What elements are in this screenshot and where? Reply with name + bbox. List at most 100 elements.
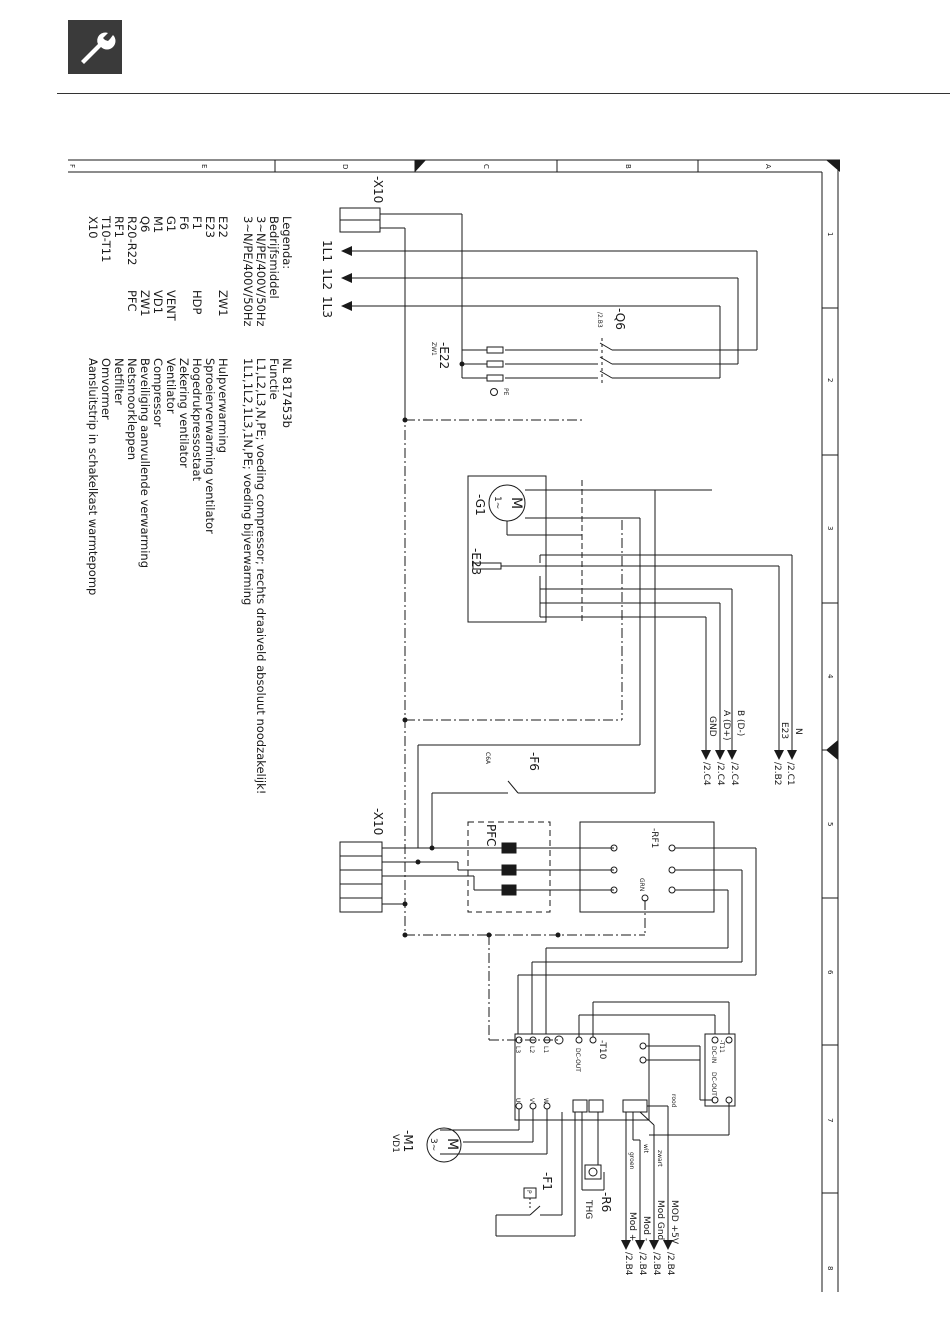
f1-p: P <box>525 1190 532 1194</box>
wrench-icon <box>68 20 122 74</box>
legend-item-code: ZW1 <box>216 290 230 317</box>
legend-item-id: X10 <box>86 216 100 239</box>
col-label-3: 3 <box>826 526 834 530</box>
t10-l2: L2 <box>528 1046 535 1053</box>
ref-b4-c: /2.B4 <box>637 1252 647 1276</box>
legend-item-func: Ventilator <box>164 358 178 414</box>
modp-label: Mod + <box>627 1212 637 1241</box>
g1-motor-symbol: M <box>508 497 524 509</box>
ref-c4-c: /2.C4 <box>701 762 711 786</box>
legend-item-id: R20-R22 <box>125 216 139 265</box>
legend-item-func: Aansluitstrip in schakelkast warmtepomp <box>86 358 100 595</box>
t10-u: U <box>514 1098 521 1102</box>
t11-dc-out: DC-OUT <box>710 1072 717 1096</box>
col-label-5: 5 <box>826 822 834 826</box>
legend-item-id: M1 <box>151 216 165 233</box>
t10-l3: L3 <box>514 1046 521 1053</box>
legend-item-func: Beveiliging aanvullende verwarming <box>138 358 152 568</box>
legend-item-code: PFC <box>125 290 139 312</box>
ref-c4-a: /2.C4 <box>729 762 739 786</box>
t11-dc-in: DC-IN <box>710 1046 717 1063</box>
e22-sub: ZW1 <box>430 342 437 356</box>
wire-groen: groen <box>628 1152 635 1170</box>
legend-item-func: Compressor <box>151 358 165 427</box>
t10-l1: L1 <box>542 1046 549 1053</box>
legend-item-id: G1 <box>164 216 178 232</box>
col-label-7: 7 <box>826 1118 834 1122</box>
q6-ref: /2.B3 <box>596 312 603 328</box>
x10-mid-label: -X10 <box>371 808 385 835</box>
legend-item-func: Omvormer <box>99 358 113 420</box>
t11-label: -T11 <box>718 1040 725 1053</box>
legend-item-code: VD1 <box>151 290 165 314</box>
legend-item-id: Q6 <box>138 216 152 232</box>
modgnd-label: Mod Gnd <box>655 1200 665 1240</box>
row-label-e: E <box>200 164 208 168</box>
col-label-8: 8 <box>826 1266 834 1270</box>
r6-code: THG <box>583 1199 593 1219</box>
m1-label: -M1 <box>401 1130 415 1152</box>
e22-label: -E22 <box>437 342 451 369</box>
legend-doc-number: NL 817453b <box>280 358 294 428</box>
pfc-label: PFC <box>484 824 498 847</box>
mod5v-label: MOD +5V <box>669 1200 679 1245</box>
col-label-4: 4 <box>826 674 834 679</box>
legend-item-id: F1 <box>190 216 204 230</box>
legend-item-func: Sproeierverwarming ventilator <box>203 358 217 534</box>
sig-gnd-label: GND <box>707 716 717 737</box>
wire-rood: rood <box>670 1094 677 1108</box>
legend-item-id: RF1 <box>112 216 126 238</box>
l3-label: 1L3 <box>320 296 334 318</box>
e23-label: -E23 <box>469 548 483 575</box>
q6-label: -Q6 <box>613 308 627 330</box>
legend-item-id: E23 <box>203 216 217 238</box>
legend-item-func: Hulpverwarming <box>216 358 230 453</box>
legend-heading: Legenda: <box>280 216 294 269</box>
ref-c4-b: /2.C4 <box>715 762 725 786</box>
col-label-1: 1 <box>826 232 834 236</box>
col-label-2: 2 <box>826 378 834 382</box>
pe-label: PE <box>502 388 509 396</box>
ref-c1: /2.C1 <box>785 762 795 786</box>
ref-b4-b: /2.B4 <box>651 1252 661 1276</box>
col-label-6: 6 <box>826 970 834 975</box>
legend-item-id: E22 <box>216 216 230 238</box>
m1-motor-symbol: M <box>444 1138 460 1150</box>
legend-item-id: F6 <box>177 216 191 230</box>
legend-item-id: T10-T11 <box>99 215 113 262</box>
modm-label: Mod - <box>641 1216 651 1241</box>
m1-phase: 3~ <box>428 1138 438 1151</box>
legend-item-func: Netsmoorkleppen <box>125 358 139 460</box>
legend-supply-400: 3~N/PE/400V/50Hz <box>254 216 268 327</box>
x10-top-label: -X10 <box>371 176 385 203</box>
legend-item-func: Zekering ventilator <box>177 358 191 468</box>
row-label-d: D <box>341 164 349 169</box>
sig-e23-label: E23 <box>779 722 789 739</box>
g1-phase: 1~ <box>492 496 502 509</box>
l2-label: 1L2 <box>320 268 334 290</box>
l1-label: 1L1 <box>320 240 334 262</box>
row-label-a: A <box>764 164 772 169</box>
f1-label: -F1 <box>540 1172 554 1191</box>
ref-b2: /2.B2 <box>772 762 782 786</box>
ref-b4-a: /2.B4 <box>665 1252 675 1276</box>
t10-v: V <box>528 1098 535 1103</box>
sig-a-label: A (D+) <box>721 710 731 741</box>
row-label-f: F <box>68 164 76 168</box>
f6-rating: C6A <box>484 752 491 765</box>
sig-n-label: N <box>793 728 803 735</box>
legend-col3-header: Functie <box>267 358 281 400</box>
grn-label: GRN <box>638 878 645 891</box>
t10-w: W <box>542 1098 549 1104</box>
header-rule <box>57 93 950 94</box>
legend-supply-400b-desc: 1L1,1L2,1L3,1N,PE; voeding bijverwarming <box>241 358 255 605</box>
t10-label: -T10 <box>597 1040 607 1060</box>
r6-label: -R6 <box>599 1192 613 1212</box>
legend-item-code: VENT <box>164 290 178 322</box>
legend-item-func: Netfilter <box>112 358 126 405</box>
row-label-c: C <box>482 164 490 169</box>
legend-item-func: Hogedrukpressostaat <box>190 358 204 481</box>
legend-item-code: HDP <box>190 290 204 315</box>
row-label-b: B <box>624 164 632 169</box>
